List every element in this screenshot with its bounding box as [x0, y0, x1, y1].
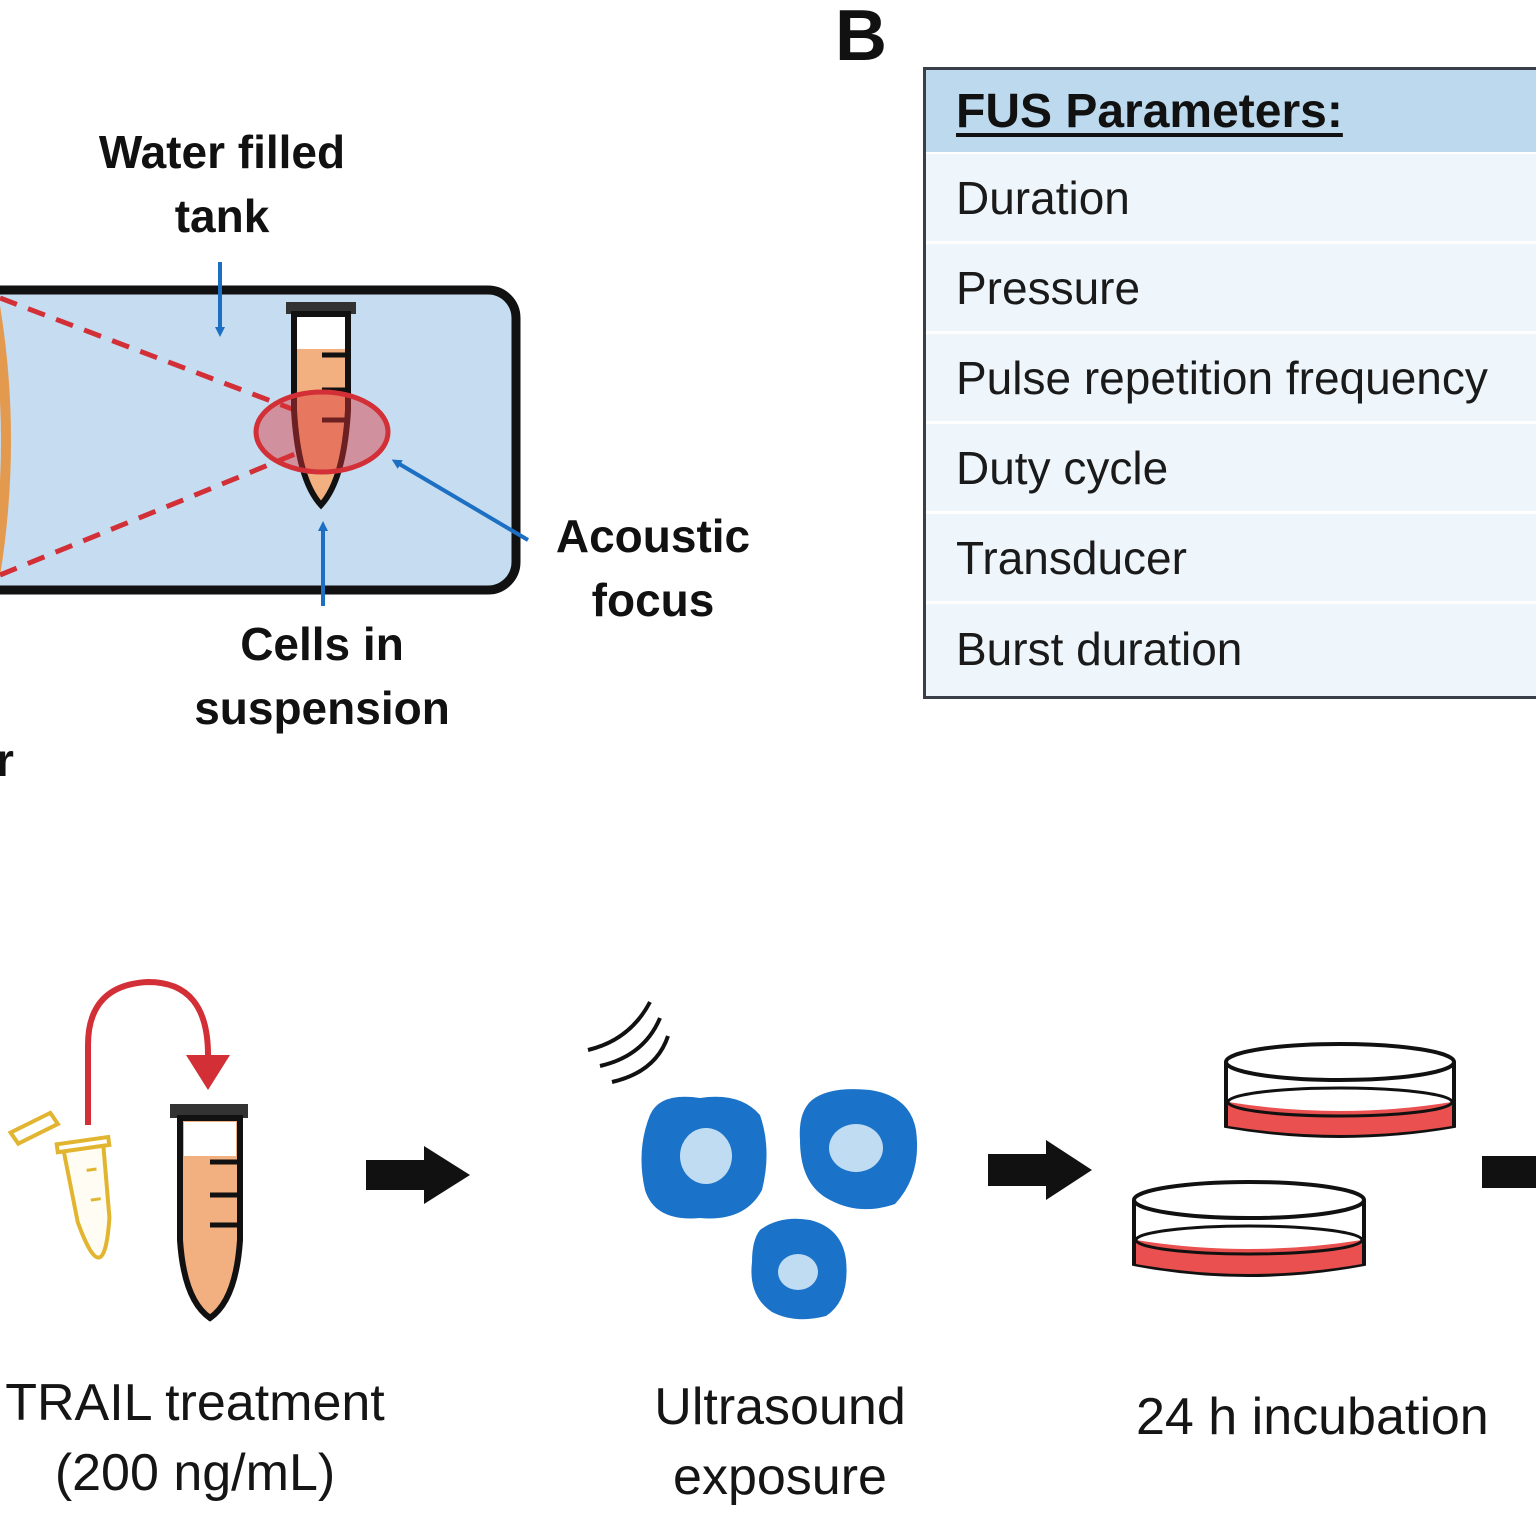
step-arrow-1 — [366, 1146, 470, 1204]
petri-dish-bottom — [1132, 1180, 1366, 1277]
focus-arrow — [391, 459, 530, 542]
step2-label: Ultrasound exposure — [620, 1372, 940, 1512]
cell-1 — [641, 1096, 767, 1219]
acoustic-focus-ellipse — [253, 389, 391, 475]
step3-label: 24 h incubation — [1136, 1388, 1489, 1446]
step2-label-line1: Ultrasound — [654, 1378, 906, 1436]
tank-label-line1: Water filled — [98, 126, 346, 178]
ultrasound-waves-icon — [587, 1001, 670, 1084]
panel-b-letter: B — [835, 0, 887, 76]
step1-label: TRAIL treatment (200 ng/mL) — [0, 1368, 430, 1508]
transfer-arrow — [85, 978, 211, 1125]
table-row: Pulse repetition frequency — [926, 334, 1536, 424]
table-row: Transducer — [926, 514, 1536, 604]
cut-off-label: r — [0, 734, 14, 786]
step1-label-line1: TRAIL treatment — [5, 1374, 385, 1432]
step1-label-line2: (200 ng/mL) — [54, 1444, 336, 1502]
table-row: Burst duration — [956, 623, 1243, 675]
sample-tube — [170, 1104, 248, 1322]
table-row: Duty cycle — [926, 424, 1536, 514]
beam-line-upper — [0, 295, 301, 415]
transducer-edge — [0, 305, 11, 577]
table-row: Pressure — [926, 244, 1536, 334]
fus-parameters-table: FUS Parameters: Duration Pressure Pulse … — [923, 67, 1536, 699]
beam-line-lower — [0, 449, 301, 578]
focus-label-line2: focus — [591, 574, 715, 626]
cells-label-line1: Cells in — [240, 618, 404, 670]
focus-label-line1: Acoustic — [555, 510, 751, 562]
cell-3 — [751, 1218, 847, 1320]
cells-label-line2: suspension — [194, 682, 450, 734]
step-arrow-3 — [1482, 1156, 1536, 1188]
tank-label: Water filled tank — [40, 120, 404, 248]
focus-label: Acoustic focus — [530, 504, 776, 632]
trail-tube — [7, 1110, 112, 1260]
cell-2 — [799, 1089, 918, 1210]
tank-label-line2: tank — [174, 190, 270, 242]
table-header: FUS Parameters: — [926, 70, 1536, 154]
petri-dish-top — [1224, 1042, 1456, 1138]
table-row: Duration — [926, 154, 1536, 244]
table-header-text: FUS Parameters: — [956, 84, 1343, 138]
step2-label-line2: exposure — [673, 1448, 887, 1506]
step-arrow-2 — [988, 1140, 1092, 1200]
cells-label: Cells in suspension — [150, 612, 494, 740]
